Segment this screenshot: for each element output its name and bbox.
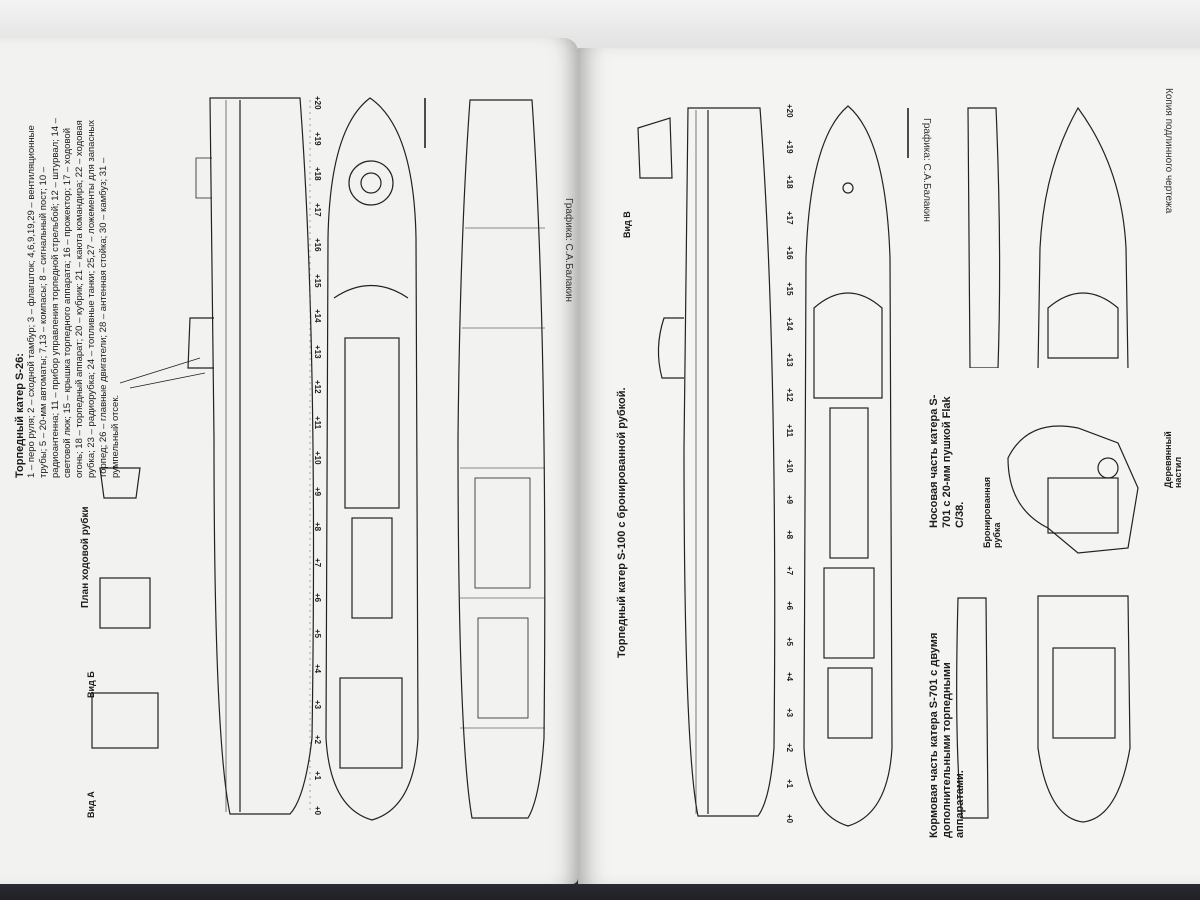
station-label: +11 (313, 415, 322, 429)
station-label: +15 (785, 281, 794, 296)
s26-caption: Торпедный катер S-26: 1 – перо руля; 2 –… (14, 118, 122, 478)
station-label: +6 (785, 601, 794, 611)
s100-caption: Торпедный катер S-100 с бронированной ру… (616, 387, 628, 658)
station-label: +1 (785, 778, 794, 788)
s26-caption-text: 1 – перо руля; 2 – сходной тамбур; 3 – ф… (26, 118, 121, 478)
right-page: Торпедный катер S-100 с бронированной ру… (578, 48, 1200, 884)
station-label: +14 (785, 317, 794, 331)
station-label: +7 (313, 557, 322, 567)
station-label: +8 (313, 522, 322, 532)
station-label: +12 (785, 388, 794, 402)
station-label: +16 (313, 238, 322, 252)
station-label: +5 (313, 628, 322, 638)
right-credit: Графика: С.А.Балакин (921, 118, 932, 222)
s100-drawings (637, 105, 1200, 827)
station-label: +10 (785, 459, 794, 473)
wheelhouse-plan-label: План ходовой рубки (80, 506, 91, 608)
station-label: +2 (313, 735, 322, 745)
station-label: +13 (785, 352, 794, 367)
station-label: +17 (785, 210, 794, 225)
s26-drawings (91, 97, 546, 821)
view-b-label: Вид Б (86, 671, 96, 698)
station-label: +18 (313, 167, 322, 181)
station-label: +4 (313, 664, 322, 674)
station-label: +9 (313, 486, 322, 496)
left-credit: Графика: С.А.Балакин (563, 198, 574, 302)
copy-note: Копия подлинного чертежа (1163, 88, 1174, 214)
station-label: +3 (313, 699, 322, 709)
station-label: +15 (313, 273, 322, 288)
view-a-label: Вид А (86, 791, 96, 818)
station-label: +16 (785, 246, 794, 260)
station-label: +7 (785, 565, 794, 575)
station-label: +19 (785, 139, 794, 154)
station-label: +20 (785, 104, 794, 118)
armored-wheelhouse-label: Бронированная рубка (982, 477, 1002, 548)
station-label: +11 (785, 423, 794, 437)
station-label: +3 (785, 707, 794, 717)
station-label: +5 (785, 636, 794, 646)
station-label: +18 (785, 175, 794, 189)
station-label: +1 (313, 770, 322, 780)
station-label: +9 (785, 494, 794, 504)
bow-caption: Носовая часть катера S-701 с 20-мм пушко… (928, 394, 966, 528)
station-label: +0 (785, 814, 794, 824)
station-label: +20 (313, 96, 322, 110)
station-label: +19 (313, 131, 322, 146)
view-v-label: Вид В (622, 211, 632, 238)
wooden-deck-label: Деревянный настил (1163, 431, 1183, 488)
station-label: +8 (785, 530, 794, 540)
station-label: +17 (313, 202, 322, 217)
left-page: Торпедный катер S-26: 1 – перо руля; 2 –… (0, 38, 578, 884)
station-label: +12 (313, 380, 322, 394)
station-label: +2 (785, 743, 794, 753)
station-label: +6 (313, 593, 322, 603)
station-label: +0 (313, 806, 322, 816)
station-label: +10 (313, 451, 322, 465)
station-label: +4 (785, 672, 794, 682)
station-label: +13 (313, 344, 322, 359)
station-label: +14 (313, 309, 322, 323)
stern-caption: Кормовая часть катера S-701 с двумя допо… (928, 632, 966, 838)
s26-caption-title: Торпедный катер S-26: (14, 353, 26, 478)
